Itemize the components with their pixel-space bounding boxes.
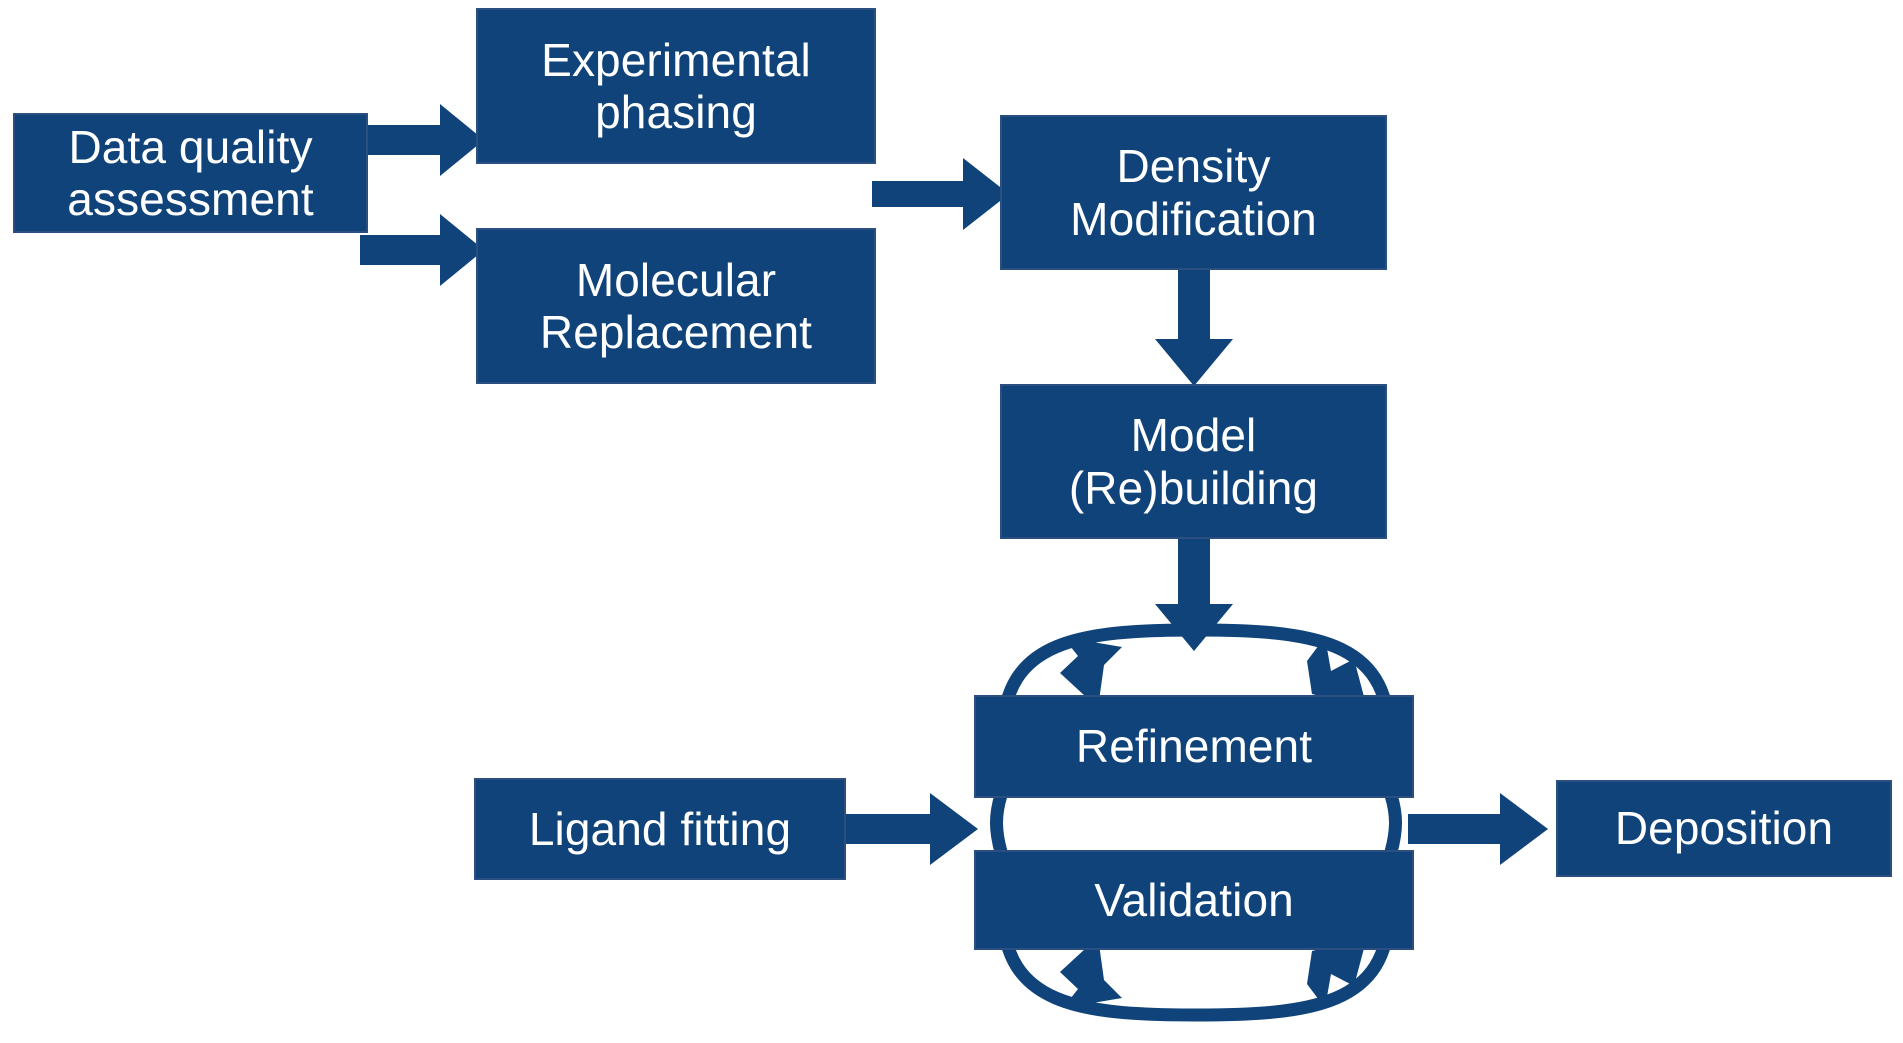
node-label: Validation <box>1094 873 1294 926</box>
cycle-ring-right-segment <box>1384 793 1402 854</box>
node-label: Data quality assessment <box>67 120 314 225</box>
node-label: Deposition <box>1614 802 1834 855</box>
node-label: Experimental phasing <box>541 33 811 138</box>
node-refinement[interactable]: Refinement <box>974 695 1414 798</box>
node-label: Molecular Replacement <box>539 253 813 358</box>
node-data-quality-assessment[interactable]: Data quality assessment <box>13 113 368 233</box>
node-label: Refinement <box>1075 720 1313 773</box>
arrow-density-modification-to-model-rebuilding <box>1155 267 1233 386</box>
node-density-modification[interactable]: Density Modification <box>1000 115 1387 270</box>
node-ligand-fitting[interactable]: Ligand fitting <box>474 778 846 880</box>
arrow-data-quality-to-molecular-replacement <box>360 214 484 286</box>
arrow-model-rebuilding-to-refinement-cycle <box>1155 537 1233 651</box>
node-deposition[interactable]: Deposition <box>1556 780 1892 877</box>
arrow-refinement-cycle-to-deposition <box>1408 793 1548 865</box>
node-molecular-replacement[interactable]: Molecular Replacement <box>476 228 876 384</box>
arrow-ligand-fitting-to-refinement-cycle <box>846 793 978 865</box>
node-label: Density Modification <box>1070 140 1317 245</box>
node-label: Ligand fitting <box>528 802 792 855</box>
node-experimental-phasing[interactable]: Experimental phasing <box>476 8 876 164</box>
arrow-phasing-to-density-modification <box>872 158 1009 230</box>
node-model-rebuilding[interactable]: Model (Re)building <box>1000 384 1387 539</box>
arrow-data-quality-to-experimental-phasing <box>360 104 484 176</box>
node-validation[interactable]: Validation <box>974 850 1414 950</box>
cycle-ring-left-segment <box>990 793 1008 854</box>
node-label: Model (Re)building <box>1068 409 1319 514</box>
